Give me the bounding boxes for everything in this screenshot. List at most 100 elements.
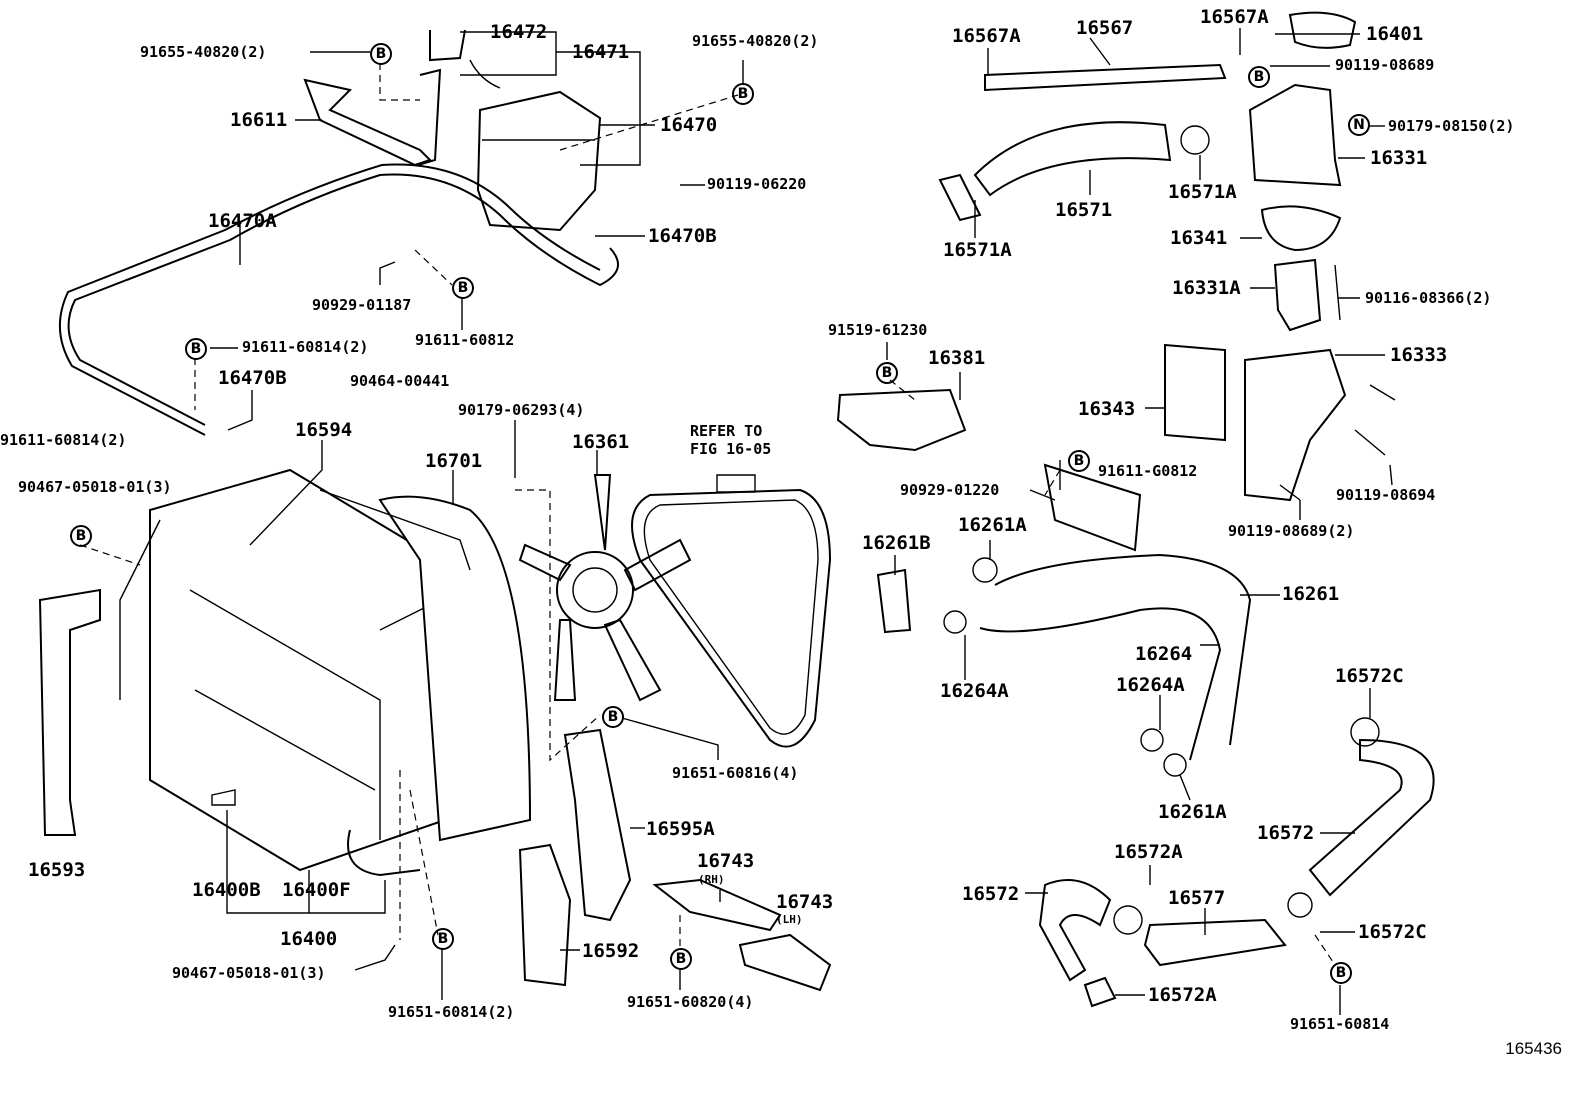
part-label: 16264A: [940, 680, 1009, 702]
part-label: 91655-40820(2): [692, 32, 819, 50]
part-label: 16261A: [958, 514, 1027, 536]
part-label: 91651-60814(2): [388, 1003, 515, 1021]
part-label: 91519-61230: [828, 321, 928, 339]
part-label: 90467-05018-01(3): [172, 964, 326, 982]
marker-b: B: [370, 43, 392, 65]
part-label: 91611-60814(2): [242, 338, 369, 356]
part-label: 16572A: [1114, 841, 1183, 863]
part-label: 90119-06220: [707, 175, 807, 193]
part-label: 16471: [572, 41, 630, 63]
part-label: 16567A: [952, 25, 1021, 47]
marker-b: B: [602, 706, 624, 728]
deflectors-drawing: [211, 728, 832, 992]
part-label: 16264A: [1116, 674, 1185, 696]
part-label: 91611-60814(2): [0, 431, 127, 449]
bypass-hoses-drawing: [836, 388, 1252, 777]
part-label: 16470B: [218, 367, 287, 389]
part-label: 90929-01187: [312, 296, 412, 314]
part-label: 90464-00441: [350, 372, 450, 390]
marker-b: B: [1068, 450, 1090, 472]
part-label: 16567A: [1200, 6, 1269, 28]
part-label: 91651-60814: [1290, 1015, 1390, 1033]
part-label: 16594: [295, 419, 353, 441]
part-label: 90179-06293(4): [458, 401, 585, 419]
reservoir-tank-drawing: [429, 29, 602, 232]
part-label: 90929-01220: [900, 481, 1000, 499]
part-label: 16401: [1366, 23, 1424, 45]
marker-b: B: [70, 525, 92, 547]
part-label: 16261A: [1158, 801, 1227, 823]
marker-b: B: [1330, 962, 1352, 984]
part-label: 91611-G0812: [1098, 462, 1198, 480]
part-label: 90179-08150(2): [1388, 117, 1515, 135]
figure-number: 165436: [1505, 1039, 1562, 1058]
marker-b: B: [185, 338, 207, 360]
part-label: 16571A: [1168, 181, 1237, 203]
part-label: 91651-60820(4): [627, 993, 754, 1011]
part-label: (LH): [776, 913, 803, 926]
part-label: 16400: [280, 928, 338, 950]
part-label: 16572: [962, 883, 1020, 905]
marker-b: B: [732, 83, 754, 105]
lower-hose-drawing: [347, 829, 421, 877]
part-label: 91655-40820(2): [140, 43, 267, 61]
part-label: 16572A: [1148, 984, 1217, 1006]
part-label: 91651-60816(4): [672, 764, 799, 782]
bracket-16611-drawing: [303, 68, 442, 167]
marker-b: B: [670, 948, 692, 970]
part-label: 91611-60812: [415, 331, 515, 349]
upper-hoses-drawing: [938, 63, 1227, 222]
part-label: 16567: [1076, 17, 1134, 39]
part-label: 16577: [1168, 887, 1226, 909]
part-label: 16572C: [1358, 921, 1427, 943]
marker-n: N: [1348, 114, 1370, 136]
part-label: 16571A: [943, 239, 1012, 261]
lower-hoses-drawing: [1038, 717, 1435, 1008]
part-label: 16343: [1078, 398, 1136, 420]
part-label: 16701: [425, 450, 483, 472]
part-label: 16261B: [862, 532, 931, 554]
part-label: FIG 16-05: [690, 440, 772, 458]
part-label: 16472: [490, 21, 548, 43]
thermostat-housing-drawing: [1164, 11, 1396, 502]
part-label: 16381: [928, 347, 986, 369]
marker-b: B: [432, 928, 454, 950]
part-label: 90116-08366(2): [1365, 289, 1492, 307]
drive-belt-drawing: [631, 474, 832, 748]
part-label: 16572C: [1335, 665, 1404, 687]
part-label: 16571: [1055, 199, 1113, 221]
part-label: 16743: [697, 850, 755, 872]
part-label: 16593: [28, 859, 86, 881]
part-label: 16333: [1390, 344, 1448, 366]
fan-shroud-16701-drawing: [319, 489, 532, 842]
hose-16470A-drawing: [67, 173, 619, 426]
part-label: 16743: [776, 891, 834, 913]
part-label: 90119-08689: [1335, 56, 1435, 74]
part-label: 16261: [1282, 583, 1340, 605]
marker-b: B: [452, 277, 474, 299]
part-label: REFER TO: [690, 422, 763, 440]
part-label: 16572: [1257, 822, 1315, 844]
radiator-drawing: [38, 468, 447, 872]
part-label: 90119-08694: [1336, 486, 1436, 504]
part-label: 16331A: [1172, 277, 1241, 299]
part-label: 16264: [1135, 643, 1193, 665]
part-label: 16400B: [192, 879, 261, 901]
part-label: 16400F: [282, 879, 351, 901]
part-label: 16341: [1170, 227, 1228, 249]
part-label: 16470B: [648, 225, 717, 247]
part-label: 16361: [572, 431, 630, 453]
part-label: 16470: [660, 114, 718, 136]
part-label: 16470A: [208, 210, 277, 232]
part-label: 90119-08689(2): [1228, 522, 1355, 540]
leader-lines: [79, 28, 1393, 1015]
part-label: 16611: [230, 109, 288, 131]
marker-b: B: [1248, 66, 1270, 88]
fan-16361-drawing: [518, 474, 692, 702]
marker-b: B: [876, 362, 898, 384]
part-label: 16592: [582, 940, 640, 962]
part-label: 16595A: [646, 818, 715, 840]
part-label: 90467-05018-01(3): [18, 478, 172, 496]
part-label: (RH): [698, 873, 725, 886]
